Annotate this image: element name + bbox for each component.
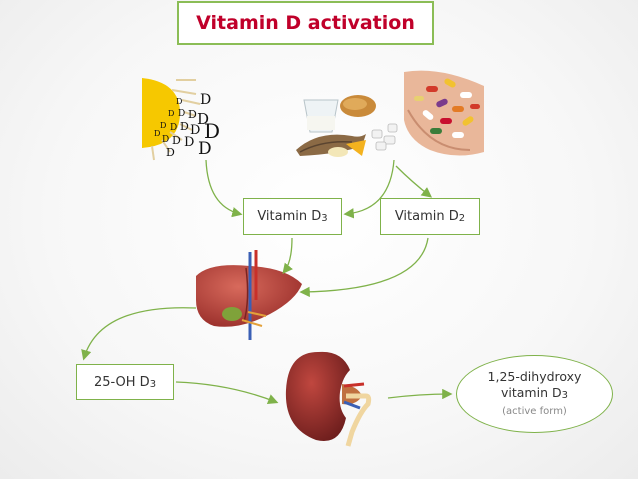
vitamin-d3-main: Vitamin D [257, 209, 322, 224]
pills-icon [404, 70, 484, 156]
sun-letter: D [154, 129, 160, 138]
vitamin-d2-main: Vitamin D [394, 209, 459, 224]
sun-icon: D D D D D D D D D D D D D D D D D [142, 78, 220, 161]
sun-letter: D [176, 97, 182, 106]
active-line2: vitamin D3 [501, 385, 568, 404]
active-line2-main: vitamin D [501, 384, 562, 400]
sun-letter: D [170, 123, 177, 133]
vitamin-d3-label: Vitamin D3 [257, 209, 327, 224]
sun-letter: D [168, 109, 174, 118]
kidney-icon [285, 351, 372, 447]
sun-letter: D [198, 139, 212, 159]
liver-icon [196, 250, 302, 340]
arrow-d3-to-liver [282, 237, 293, 275]
sun-letter: D [204, 119, 220, 143]
arrow-ohd3-to-kidney [175, 381, 279, 405]
arrow-sun-to-d3 [205, 159, 243, 218]
sun-letter: D [184, 135, 194, 150]
arrow-food-to-d2 [395, 165, 433, 198]
sun-letter: D [160, 121, 166, 130]
sun-letter: D [197, 110, 209, 128]
arrow-liver-to-ohd3 [81, 307, 197, 361]
sun-letter: D [180, 120, 189, 133]
sun-letter: D [162, 135, 169, 145]
vitamin-d3-subscript: 3 [321, 213, 328, 224]
sun-letter: D [178, 109, 185, 119]
flow-arrows [81, 159, 453, 405]
page-title: Vitamin D activation [177, 1, 434, 45]
arrow-d2-to-liver [299, 237, 429, 298]
active-form-ellipse: 1,25-dihydroxy vitamin D3 (active form) [456, 355, 613, 433]
food-icon [296, 95, 398, 157]
active-line2-subscript: 3 [561, 389, 568, 401]
vitamin-d2-box: Vitamin D2 [380, 198, 480, 235]
active-form-note: (active form) [502, 405, 567, 417]
sun-letter: D [166, 146, 175, 159]
sun-letter: D [172, 134, 181, 147]
title-text: Vitamin D activation [196, 12, 415, 34]
25-oh-d3-main: 25-OH D [93, 374, 150, 390]
vitamin-d2-label: Vitamin D2 [395, 209, 465, 224]
sun-letter: D [190, 123, 200, 138]
arrow-kidney-to-active [387, 388, 453, 400]
sun-letter: D [188, 108, 197, 121]
25-oh-d3-subscript: 3 [149, 378, 157, 390]
vitamin-d2-subscript: 2 [458, 213, 466, 224]
vitamin-d3-box: Vitamin D3 [243, 198, 342, 235]
25-oh-d3-box: 25-OH D3 [76, 364, 174, 400]
sun-letter: D [200, 92, 211, 108]
active-line1: 1,25-dihydroxy [487, 368, 582, 384]
25-oh-d3-label: 25-OH D3 [94, 375, 156, 390]
